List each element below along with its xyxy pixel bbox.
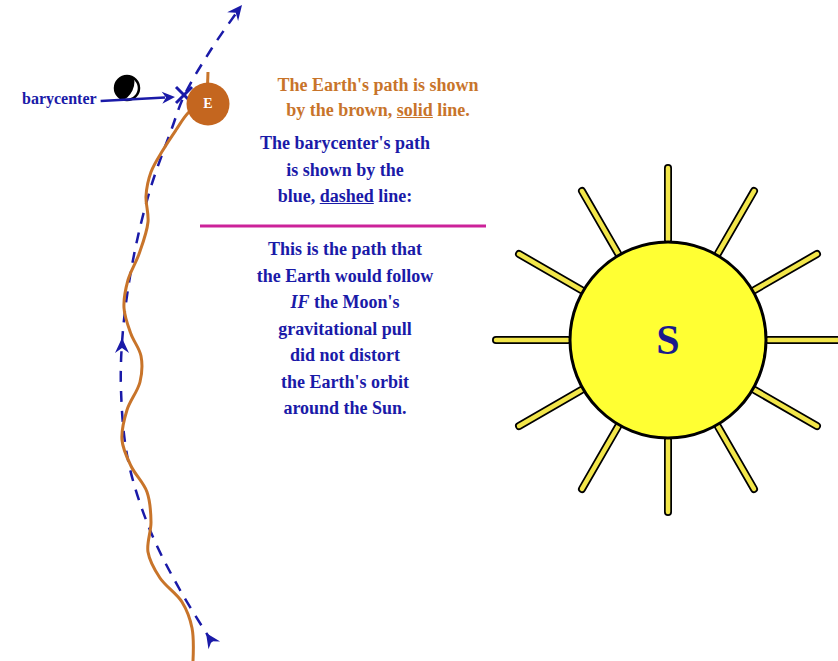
sun-ray xyxy=(582,427,618,489)
barycenter-path-note: The barycenter's pathis shown by theblue… xyxy=(260,130,430,210)
sun-ray-outline xyxy=(768,336,838,344)
node-letter: E xyxy=(186,82,230,126)
sun-ray-outline xyxy=(582,427,618,489)
earth-path xyxy=(122,100,207,661)
sun-ray xyxy=(718,427,754,489)
path-arrow-bottom-head xyxy=(200,629,220,649)
sun-ray xyxy=(768,338,838,343)
earth-circle-outline xyxy=(187,83,230,126)
sun-ray xyxy=(582,191,618,253)
moon-shadow xyxy=(111,72,137,101)
barycenter-label: barycenter xyxy=(22,89,97,109)
sun-ray-outline xyxy=(582,191,618,253)
sun-ray-outline xyxy=(496,336,568,344)
sun-ray xyxy=(519,254,581,290)
sun-ray xyxy=(755,390,817,426)
sun-ray-outline xyxy=(718,191,754,253)
sun-ray xyxy=(666,168,671,240)
explanation-note: This is the path thatthe Earth would fol… xyxy=(257,236,434,422)
barycenter-pointer-head xyxy=(162,91,176,104)
path-arrow-top-head xyxy=(227,1,247,21)
path-arrow-top xyxy=(227,1,247,21)
path-arrow-middle-head xyxy=(115,338,129,353)
sun-ray xyxy=(519,390,581,426)
sun-ray-outline xyxy=(519,390,581,426)
divider-line xyxy=(200,225,486,228)
sun-ray-outline xyxy=(664,168,672,240)
earth-circle: E xyxy=(186,82,230,126)
sun-ray-outline xyxy=(718,427,754,489)
sun-ray-outline xyxy=(755,254,817,290)
sun-ray-outline xyxy=(519,254,581,290)
sun-ray xyxy=(666,440,671,512)
earth-path-note: The Earth's path is shownby the brown, s… xyxy=(277,73,478,123)
sun-rays xyxy=(496,168,838,512)
barycenter-path xyxy=(121,8,240,642)
moon xyxy=(111,72,139,101)
sun-circle: S xyxy=(568,240,768,440)
sun-ray-outline xyxy=(755,390,817,426)
node-letter: S xyxy=(568,240,768,440)
path-arrow-bottom xyxy=(200,629,220,649)
path-arrow-middle xyxy=(115,338,129,353)
sun-ray-outline xyxy=(664,440,672,512)
barycenter-pointer xyxy=(101,98,165,102)
sun-ray xyxy=(755,254,817,290)
sun-ray xyxy=(718,191,754,253)
sun-ray xyxy=(496,338,568,343)
